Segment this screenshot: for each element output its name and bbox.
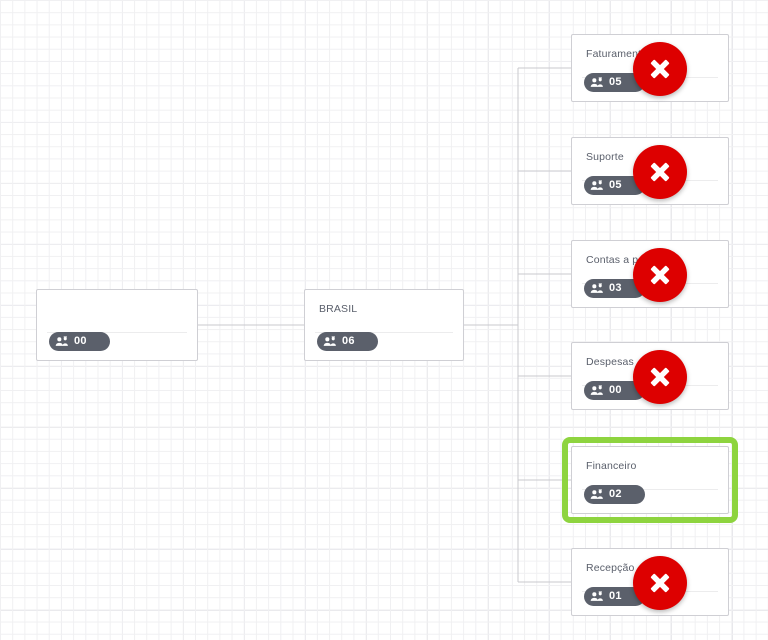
members-count: 02 <box>609 487 622 500</box>
org-node-body: BRASIL 06 <box>305 290 463 360</box>
users-icon <box>590 488 603 499</box>
circle-x-icon <box>650 367 670 387</box>
users-icon <box>590 282 603 293</box>
circle-x-icon <box>650 265 670 285</box>
members-badge[interactable]: 00 <box>49 332 110 351</box>
members-badge[interactable]: 00 <box>584 381 645 400</box>
status-blocked-icon[interactable] <box>633 248 687 302</box>
users-icon <box>590 76 603 87</box>
circle-x-icon <box>650 59 670 79</box>
status-blocked-icon[interactable] <box>633 42 687 96</box>
members-badge[interactable]: 03 <box>584 279 645 298</box>
circle-x-icon <box>650 162 670 182</box>
members-count: 00 <box>74 334 87 347</box>
org-node-title: Suporte <box>586 151 624 163</box>
selection-ring <box>562 437 738 523</box>
members-count: 05 <box>609 75 622 88</box>
users-icon <box>590 179 603 190</box>
members-count: 00 <box>609 383 622 396</box>
users-icon <box>323 335 336 346</box>
members-badge[interactable]: 05 <box>584 176 645 195</box>
status-blocked-icon[interactable] <box>633 350 687 404</box>
members-count: 05 <box>609 178 622 191</box>
org-node-body: Financeiro 02 <box>572 447 728 513</box>
org-node-title: Faturamento <box>586 48 648 60</box>
users-icon <box>590 590 603 601</box>
users-icon <box>55 335 68 346</box>
org-node-root[interactable]: 00 <box>36 289 198 361</box>
users-icon <box>590 384 603 395</box>
org-node-brasil[interactable]: BRASIL 06 <box>304 289 464 361</box>
members-badge[interactable]: 05 <box>584 73 645 92</box>
node-divider <box>315 332 453 333</box>
circle-x-icon <box>650 573 670 593</box>
status-blocked-icon[interactable] <box>633 556 687 610</box>
members-badge[interactable]: 01 <box>584 587 645 606</box>
members-count: 03 <box>609 281 622 294</box>
org-node-title: Recepção <box>586 562 635 574</box>
org-node-financeiro[interactable]: Financeiro 02 <box>571 446 729 514</box>
members-count: 01 <box>609 589 622 602</box>
org-node-title: Despesas <box>586 356 634 368</box>
org-node-body: Faturamento 05 <box>572 35 728 101</box>
members-badge[interactable]: 02 <box>584 485 645 504</box>
org-node-body: 00 <box>37 290 197 360</box>
node-divider <box>582 489 718 490</box>
org-node-title: BRASIL <box>319 303 358 315</box>
status-blocked-icon[interactable] <box>633 145 687 199</box>
org-node-title: Financeiro <box>586 460 637 472</box>
members-badge[interactable]: 06 <box>317 332 378 351</box>
node-divider <box>47 332 187 333</box>
members-count: 06 <box>342 334 355 347</box>
